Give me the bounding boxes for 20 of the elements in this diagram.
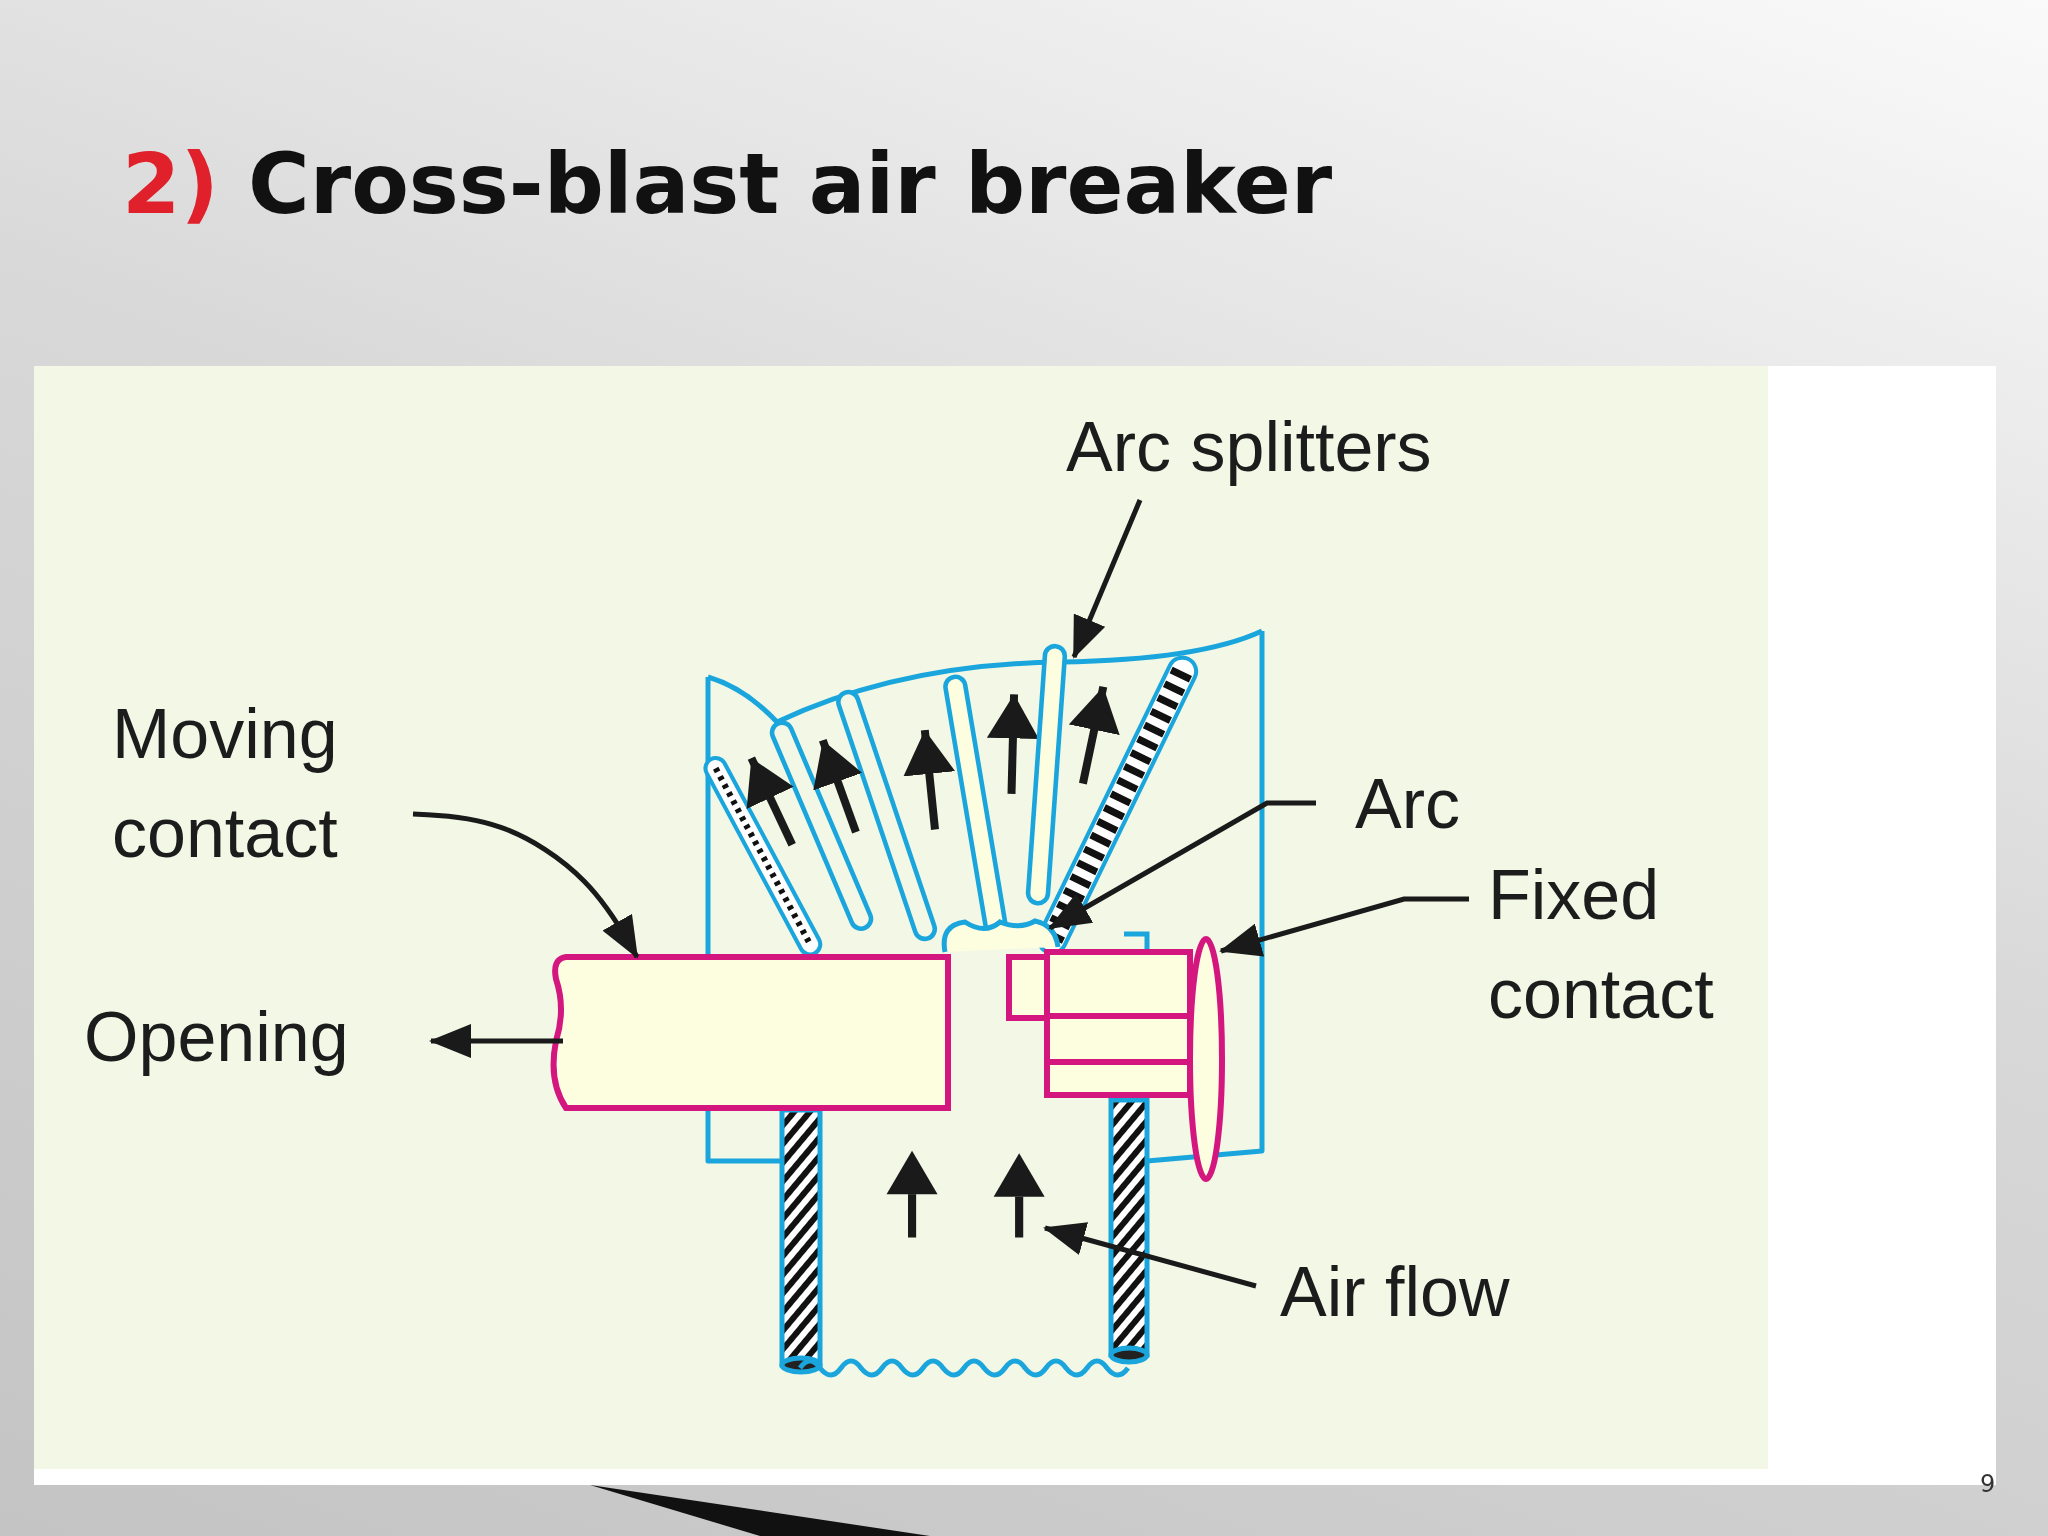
part-label: Arc: [1355, 752, 1460, 857]
part-label: Opening: [84, 985, 349, 1090]
leader-line: [1043, 1222, 1257, 1289]
direction-arrow: [993, 1153, 1045, 1238]
moving-contact: [550, 954, 951, 1111]
part-label: Moving contact: [112, 685, 412, 884]
leader-line: [429, 1024, 563, 1058]
direction-arrow: [886, 1150, 938, 1238]
leader-line: [412, 811, 640, 959]
slide-title: 2) Cross-blast air breaker: [122, 138, 1333, 231]
part-label: Arc splitters: [1066, 395, 1432, 500]
leader-line: [1219, 896, 1469, 957]
arc-splitter-plate: [1025, 643, 1068, 906]
leader-line: [1071, 499, 1143, 659]
electric-arc: [941, 918, 1061, 955]
leader-line: [1048, 800, 1316, 931]
part-label: Air flow: [1280, 1240, 1510, 1345]
page-number: 9: [1980, 1470, 1996, 1498]
fixed-contact: [1006, 936, 1225, 1182]
part-label: Fixed contact: [1488, 846, 1778, 1045]
